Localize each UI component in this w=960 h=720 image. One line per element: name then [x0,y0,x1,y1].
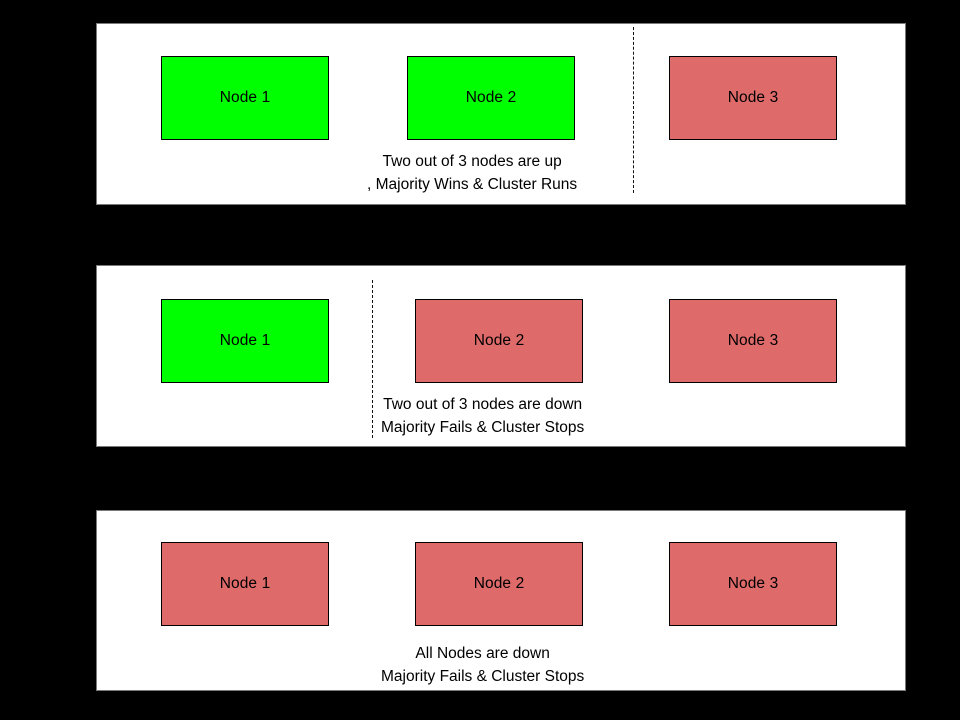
caption-line-1: Two out of 3 nodes are up [382,153,562,170]
node-box-panel1-node1[interactable]: Node 1 [161,56,329,140]
node-box-panel2-node3[interactable]: Node 3 [669,299,837,383]
node-box-panel3-node2[interactable]: Node 2 [415,542,583,626]
scenario-panel-two-of-three-down: Node 1 Node 2 Node 3 Two out of 3 nodes … [96,265,906,447]
caption-panel1: Two out of 3 nodes are up , Majority Win… [367,150,577,196]
node-label: Node 2 [465,89,517,107]
node-box-panel1-node3[interactable]: Node 3 [669,56,837,140]
node-box-panel1-node2[interactable]: Node 2 [407,56,575,140]
caption-line-1: Two out of 3 nodes are down [383,396,583,413]
node-box-panel3-node1[interactable]: Node 1 [161,542,329,626]
node-box-panel3-node3[interactable]: Node 3 [669,542,837,626]
caption-line-2: Majority Fails & Cluster Stops [381,668,585,685]
node-label: Node 2 [473,332,525,350]
node-label: Node 3 [727,332,779,350]
node-label: Node 1 [219,89,271,107]
node-box-panel2-node2[interactable]: Node 2 [415,299,583,383]
quorum-divider-panel2 [372,280,373,438]
node-box-panel2-node1[interactable]: Node 1 [161,299,329,383]
caption-line-2: Majority Fails & Cluster Stops [381,419,585,436]
node-label: Node 1 [219,575,271,593]
scenario-panel-two-of-three-up: Node 1 Node 2 Node 3 Two out of 3 nodes … [96,23,906,205]
node-label: Node 2 [473,575,525,593]
node-label: Node 3 [727,89,779,107]
node-label: Node 3 [727,575,779,593]
node-label: Node 1 [219,332,271,350]
caption-panel2: Two out of 3 nodes are down Majority Fai… [381,393,584,439]
caption-line-2: , Majority Wins & Cluster Runs [367,176,578,193]
caption-panel3: All Nodes are down Majority Fails & Clus… [381,642,584,688]
caption-line-1: All Nodes are down [415,645,550,662]
scenario-panel-all-down: Node 1 Node 2 Node 3 All Nodes are down … [96,510,906,691]
quorum-divider-panel1 [633,27,634,193]
